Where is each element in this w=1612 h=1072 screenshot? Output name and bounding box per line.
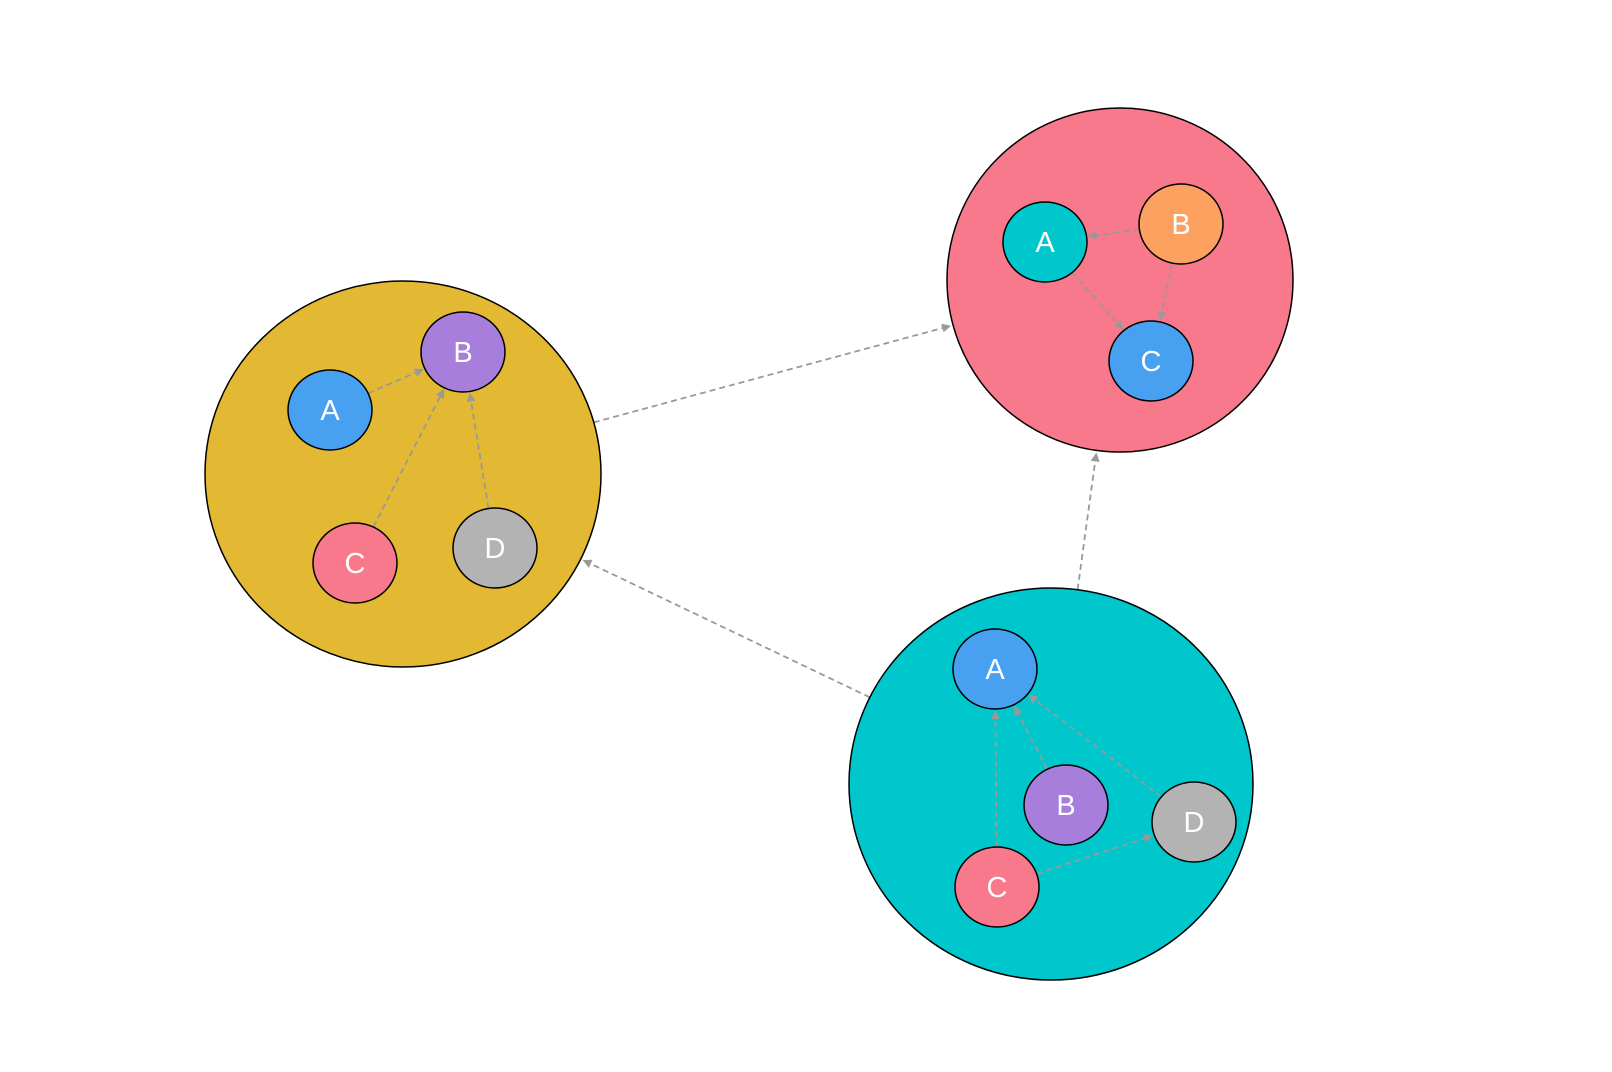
node-circle	[1002, 201, 1088, 283]
node-mustard-B: B	[420, 311, 506, 393]
node-edge-cyan-C-to-A	[990, 710, 1000, 848]
cluster-edge-cyan-to-pink	[1076, 452, 1100, 590]
node-label: C	[987, 872, 1008, 904]
node-circle	[952, 628, 1038, 710]
cluster-edges-layer	[582, 323, 1100, 699]
node-edge-mustard-C-to-B	[372, 388, 445, 528]
node-label: B	[453, 337, 472, 369]
node-circle	[420, 311, 506, 393]
node-label: B	[1056, 790, 1075, 822]
node-circle	[1023, 764, 1109, 846]
cluster-pink: A B C	[946, 107, 1294, 453]
node-cyan-D: D	[1151, 781, 1237, 863]
cluster-circle-pink	[946, 107, 1294, 453]
cluster-edge-cyan-to-mustard	[582, 559, 871, 699]
node-mustard-A: A	[287, 369, 373, 451]
node-edge-pink-B-to-A	[1087, 228, 1140, 240]
node-label: A	[985, 654, 1005, 686]
node-pink-A: A	[1002, 201, 1088, 283]
node-edge-cyan-B-to-A	[1013, 705, 1049, 770]
node-circle	[1151, 781, 1237, 863]
node-circle	[954, 846, 1040, 928]
node-mustard-D: D	[452, 507, 538, 589]
cluster-circle-mustard	[204, 280, 602, 668]
cluster-cyan: A B C D	[848, 587, 1254, 981]
cluster-edge-mustard-to-pink	[593, 323, 952, 424]
node-edge-cyan-D-to-A	[1028, 694, 1162, 798]
node-pink-C: C	[1108, 320, 1194, 402]
node-circle	[1108, 320, 1194, 402]
node-mustard-C: C	[312, 522, 398, 604]
node-edge-cyan-C-to-D	[1036, 833, 1154, 875]
node-circle	[1138, 183, 1224, 265]
node-label: A	[320, 395, 340, 427]
node-circle	[312, 522, 398, 604]
node-cyan-A: A	[952, 628, 1038, 710]
cluster-mustard: A B C D	[204, 280, 602, 668]
node-cyan-B: B	[1023, 764, 1109, 846]
node-label: A	[1035, 227, 1055, 259]
node-edge-pink-A-to-C	[1071, 271, 1124, 330]
node-circle	[287, 369, 373, 451]
node-label: C	[345, 548, 366, 580]
node-label: D	[485, 533, 506, 565]
clusters-layer: A B C D A B C A B C D	[204, 107, 1294, 981]
node-circle	[452, 507, 538, 589]
node-label: D	[1184, 807, 1205, 839]
node-cyan-C: C	[954, 846, 1040, 928]
node-label: B	[1171, 209, 1190, 241]
node-label: C	[1141, 346, 1162, 378]
node-pink-B: B	[1138, 183, 1224, 265]
